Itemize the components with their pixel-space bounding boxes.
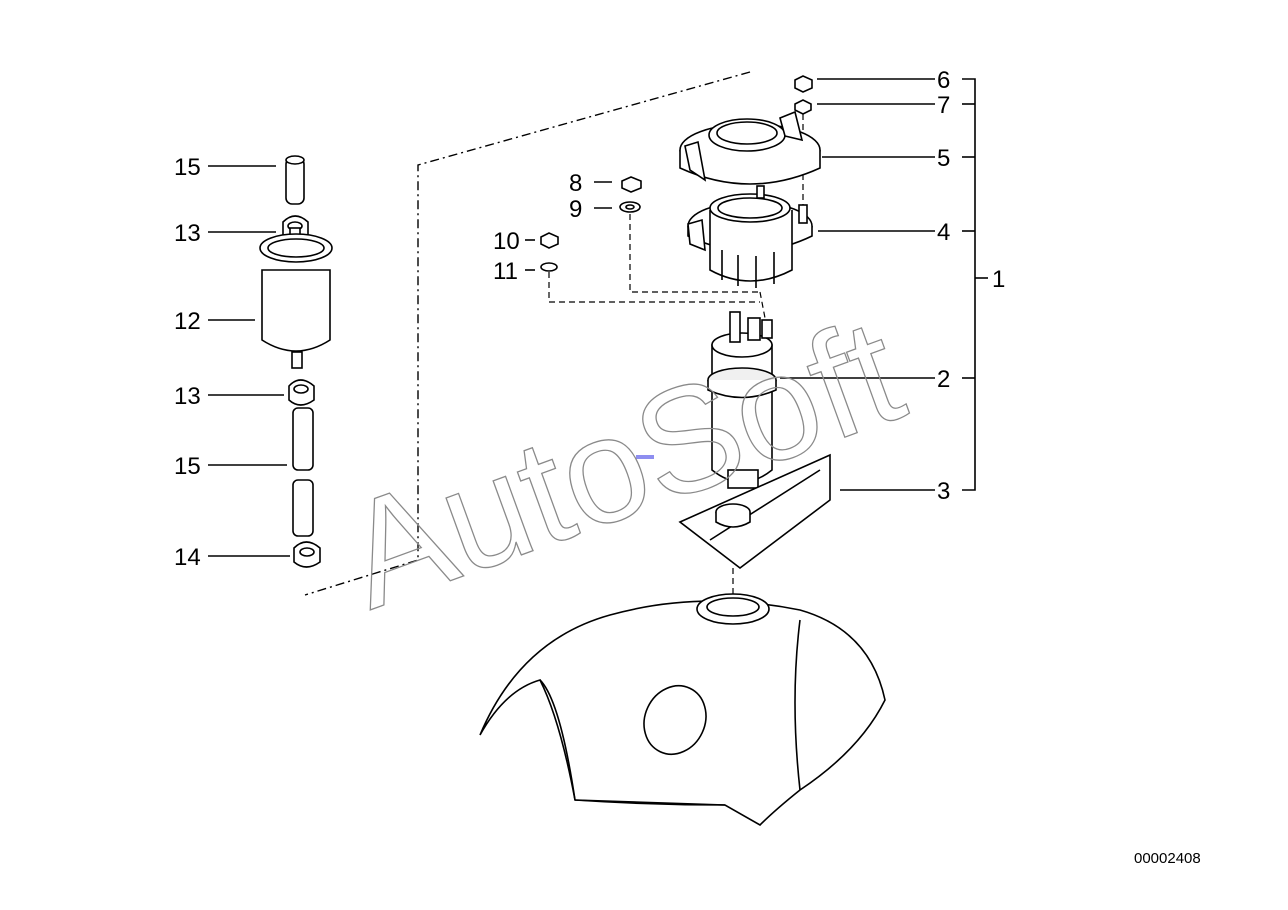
- label-part-14: 14: [174, 544, 201, 571]
- label-part-2: 2: [937, 366, 950, 393]
- fuel-tank[interactable]: [479, 593, 886, 826]
- nut-6[interactable]: [794, 75, 813, 93]
- label-part-10: 10: [493, 228, 520, 255]
- label-part-15-lower: 15: [174, 453, 201, 480]
- washer-11[interactable]: [540, 262, 558, 272]
- nut-8[interactable]: [621, 176, 642, 193]
- label-part-9: 9: [569, 196, 582, 223]
- label-part-5: 5: [937, 145, 950, 172]
- hose-clamp-13-lower[interactable]: [288, 379, 315, 406]
- nut-10[interactable]: [540, 232, 559, 249]
- label-part-12: 12: [174, 308, 201, 335]
- label-part-13-upper: 13: [174, 220, 201, 247]
- label-part-6: 6: [937, 67, 950, 94]
- hardware-guide-lines: [548, 214, 766, 319]
- fuel-pump-2[interactable]: [636, 311, 777, 489]
- retaining-ring-5[interactable]: [679, 110, 821, 185]
- washer-7[interactable]: [794, 99, 812, 115]
- label-part-4: 4: [937, 219, 950, 246]
- document-number: 00002408: [1134, 850, 1201, 867]
- assembly-boundary: [304, 71, 751, 596]
- label-part-1: 1: [992, 266, 1005, 293]
- label-part-8: 8: [569, 170, 582, 197]
- highlight-marker: [636, 455, 654, 459]
- label-part-7: 7: [937, 92, 950, 119]
- fuel-hose-15-lower[interactable]: [292, 407, 314, 537]
- pump-holder-4[interactable]: [687, 185, 813, 288]
- label-part-13-lower: 13: [174, 383, 201, 410]
- label-part-3: 3: [937, 478, 950, 505]
- label-part-11: 11: [493, 258, 518, 285]
- washer-9[interactable]: [619, 201, 641, 213]
- watermark: AutoSoft: [323, 285, 921, 640]
- fuel-filter-12[interactable]: [259, 227, 333, 369]
- suction-filter-3[interactable]: [678, 453, 831, 570]
- label-part-15-upper: 15: [174, 154, 201, 181]
- leader-lines: [208, 78, 988, 557]
- hose-clamp-14[interactable]: [293, 541, 321, 568]
- fuel-hose-15-upper[interactable]: [285, 155, 305, 205]
